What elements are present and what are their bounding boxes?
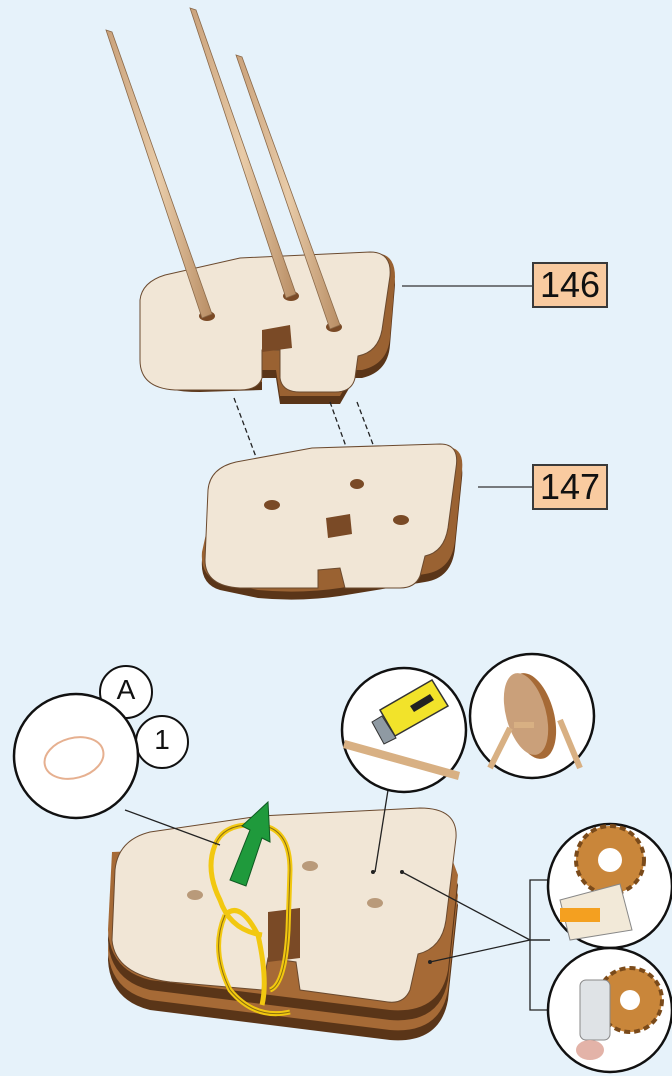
part-label-146: 146 bbox=[532, 262, 608, 308]
plate-147-face bbox=[205, 444, 457, 588]
part-label-147: 147 bbox=[532, 464, 608, 510]
step-letter: A bbox=[106, 674, 146, 706]
step-number: 1 bbox=[142, 724, 182, 756]
plate-146 bbox=[140, 252, 395, 404]
plate-147 bbox=[202, 444, 463, 600]
wheel-axle-callout bbox=[470, 654, 594, 778]
